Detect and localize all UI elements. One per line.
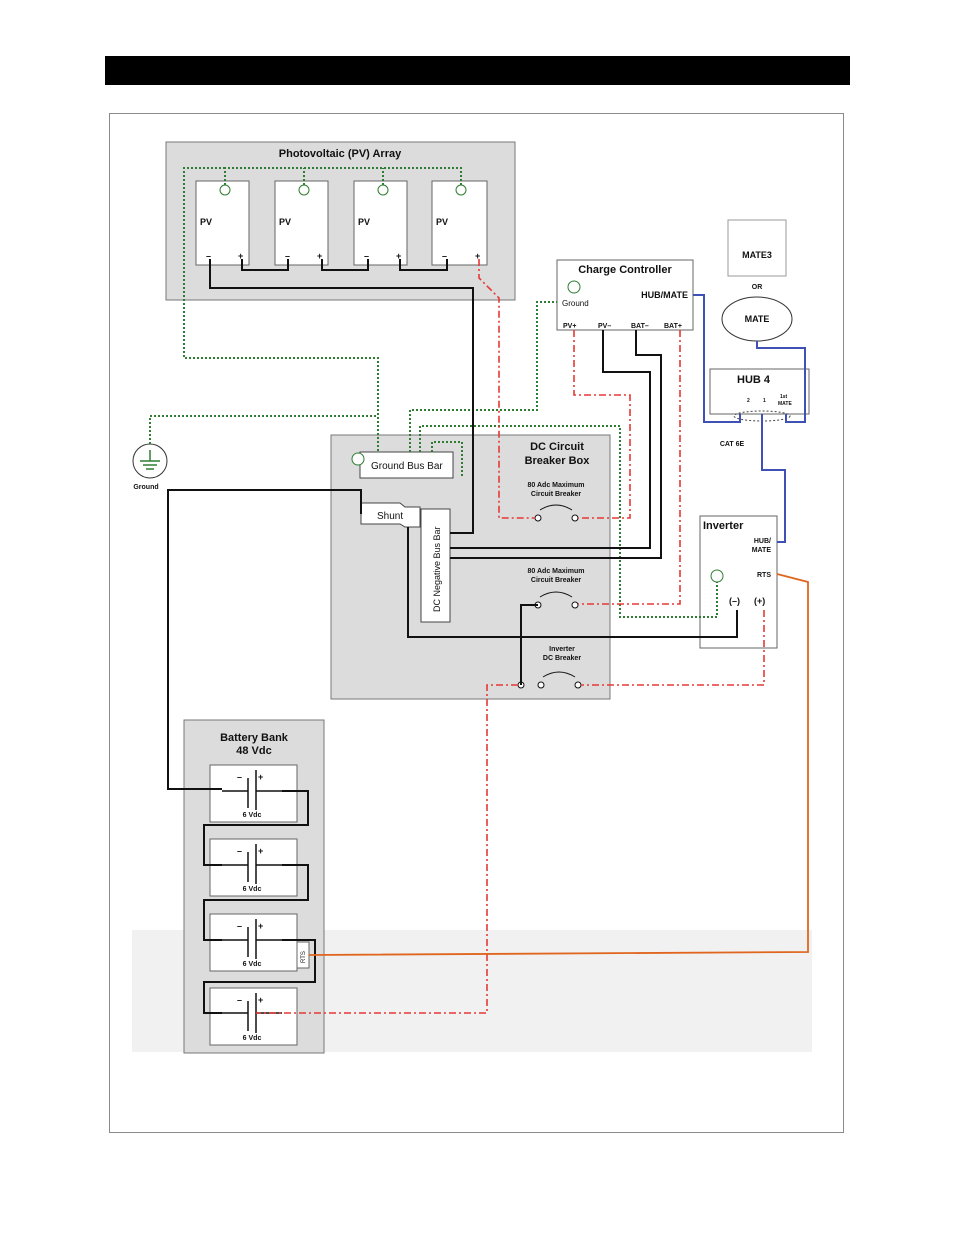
or-label: OR [752, 284, 763, 291]
pv-module-plus: + [238, 251, 243, 261]
breaker2-label-b: Circuit Breaker [531, 577, 581, 584]
svg-text:+: + [258, 772, 263, 782]
breaker1-label-a: 80 Adc Maximum [528, 482, 585, 489]
mate3-device [727, 219, 787, 277]
hub-port-mate: 1st [780, 394, 788, 400]
svg-text:–: – [237, 846, 242, 856]
battery-cell: – + 6 Vdc [209, 987, 298, 1046]
hub-title: HUB 4 [737, 374, 771, 386]
pv-module-plus: + [396, 251, 401, 261]
inverter-plus: (+) [754, 596, 765, 606]
breaker3-label-a: Inverter [549, 646, 575, 653]
pv-module-label: PV [358, 217, 370, 227]
inverter-hub-label-2: MATE [752, 547, 772, 554]
pv-module-minus: – [442, 251, 447, 261]
battery-cell-label: 6 Vdc [243, 1035, 262, 1042]
cc-pv-minus-label: PV– [598, 323, 611, 330]
ground-bus-label: Ground Bus Bar [371, 461, 443, 472]
inverter-hub-label-1: HUB/ [754, 538, 771, 545]
battery-cell-label: 6 Vdc [243, 886, 262, 893]
ground-label: Ground [133, 484, 158, 491]
breaker3-label-b: DC Breaker [543, 655, 581, 662]
cc-pv-plus-label: PV+ [563, 323, 576, 330]
dc-box-title-1: DC Circuit [530, 441, 584, 453]
mate3-label: MATE3 [742, 250, 772, 260]
breaker-inverter-dc: Inverter DC Breaker [517, 646, 582, 689]
svg-text:–: – [237, 995, 242, 1005]
inverter-rts-label: RTS [757, 572, 771, 579]
pv-module-plus: + [475, 251, 480, 261]
charge-controller-title: Charge Controller [578, 264, 672, 276]
remote-displays: MATE3 OR MATE [721, 219, 793, 342]
ground-bus-bar [359, 451, 454, 479]
mate-label: MATE [745, 314, 770, 324]
battery-bank-title-1: Battery Bank [220, 732, 289, 744]
shunt [360, 502, 421, 528]
charge-controller: Charge Controller Ground HUB/MATE PV+ PV… [556, 259, 694, 331]
dc-breaker-box: DC Circuit Breaker Box Ground Bus Bar Sh… [330, 434, 611, 700]
pv-module-label: PV [279, 217, 291, 227]
earth-ground: Ground [132, 443, 168, 491]
hub-4: HUB 4 2 1 1st MATE CAT 6E [709, 368, 810, 448]
pv-module: PV – + [353, 180, 408, 266]
inverter-minus: (–) [729, 596, 740, 606]
positive-wires [256, 259, 765, 1014]
pv-module-minus: – [364, 251, 369, 261]
shunt-label: Shunt [377, 511, 403, 522]
battery-cell-label: 6 Vdc [243, 812, 262, 819]
section-header-bar [105, 56, 850, 85]
dc-box-title-2: Breaker Box [525, 455, 591, 467]
pv-module: PV – + [274, 180, 329, 266]
svg-text:+: + [258, 995, 263, 1005]
cc-hub-mate-label: HUB/MATE [641, 290, 688, 300]
cc-bat-minus-label: BAT– [631, 323, 649, 330]
pv-module-minus: – [206, 251, 211, 261]
breaker2-label-a: 80 Adc Maximum [528, 568, 585, 575]
ground-symbol-icon [710, 569, 724, 583]
pv-module-label: PV [200, 217, 212, 227]
ground-wires [149, 167, 718, 618]
ground-symbol-icon [567, 280, 581, 294]
pv-array: Photovoltaic (PV) Array PV – + PV – + PV… [165, 141, 516, 301]
inverter: Inverter HUB/ MATE RTS (–) (+) [699, 515, 778, 649]
breaker1-label-b: Circuit Breaker [531, 491, 581, 498]
cc-ground-label: Ground [562, 299, 589, 308]
pv-module-label: PV [436, 217, 448, 227]
ground-symbol-icon [351, 452, 365, 466]
svg-text:+: + [258, 921, 263, 931]
rts-wire [308, 573, 809, 956]
svg-text:+: + [258, 846, 263, 856]
neg-bus-label: DC Negative Bus Bar [432, 526, 442, 612]
battery-cell: – + 6 Vdc [209, 838, 298, 897]
pv-module-minus: – [285, 251, 290, 261]
pv-module: PV – + [431, 180, 488, 266]
battery-cell: – + 6 Vdc [209, 764, 298, 823]
cat6e-label: CAT 6E [720, 441, 745, 448]
diagram-frame [109, 113, 844, 1133]
svg-text:–: – [237, 772, 242, 782]
hub-port-mate-2: MATE [778, 401, 792, 407]
pv-array-title: Photovoltaic (PV) Array [279, 148, 402, 160]
comm-wires [693, 294, 806, 543]
battery-bank-title-2: 48 Vdc [236, 745, 271, 757]
inverter-title: Inverter [703, 520, 744, 532]
battery-rts-label: RTS [301, 951, 307, 963]
negative-wires [167, 259, 738, 1014]
hub-port-1: 1 [763, 398, 766, 404]
battery-cell-label: 6 Vdc [243, 961, 262, 968]
battery-cell: – + 6 Vdc RTS [209, 913, 310, 972]
dc-negative-bus-bar [420, 508, 451, 623]
battery-bank: Battery Bank 48 Vdc – + 6 Vdc – + 6 Vdc [183, 719, 325, 1054]
cc-bat-plus-label: BAT+ [664, 323, 682, 330]
pv-module-plus: + [317, 251, 322, 261]
hub-port-2: 2 [747, 398, 750, 404]
pv-module: PV – + [195, 180, 250, 266]
svg-text:–: – [237, 921, 242, 931]
